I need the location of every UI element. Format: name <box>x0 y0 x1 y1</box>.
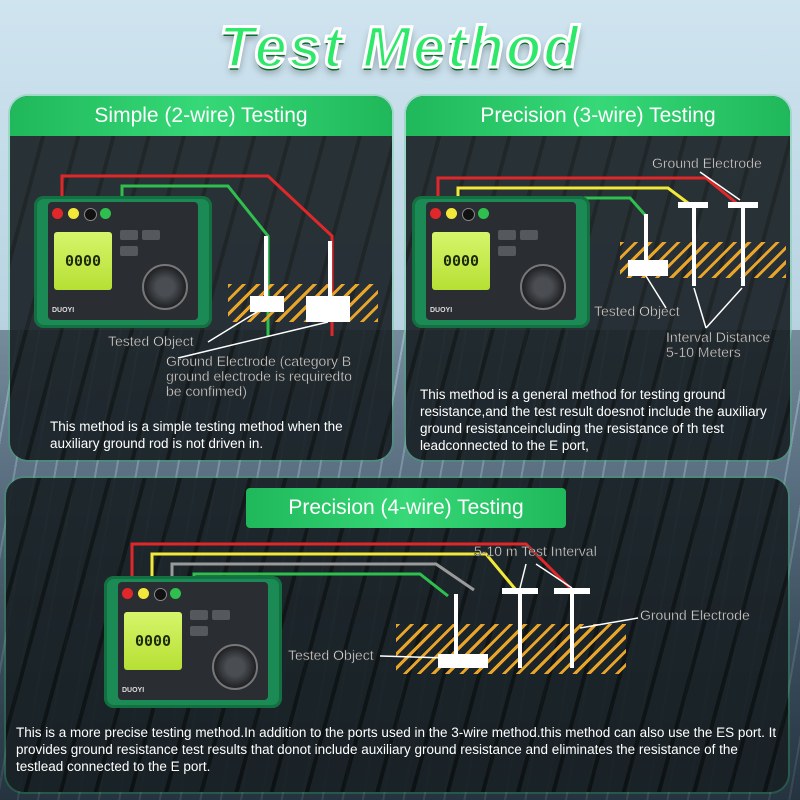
label-ground-electrode: Ground Electrode <box>640 607 750 623</box>
port-e <box>52 208 63 219</box>
button <box>212 610 230 620</box>
button <box>190 610 208 620</box>
callout-lines <box>177 309 329 359</box>
brand-label: DUOYI <box>430 307 453 314</box>
lcd-display: 0000 <box>124 612 182 670</box>
ground-electrode-plate <box>306 296 350 322</box>
port-s <box>462 208 475 221</box>
panel-3-wire: Precision (3-wire) Testing 0000 DUOYI Gr… <box>406 96 790 460</box>
test-leads <box>130 542 574 598</box>
test-leads <box>60 174 334 336</box>
panel-2-wire: Simple (2-wire) Testing 0000 DUOYI Teste… <box>10 96 392 460</box>
earth-resistance-tester: 0000 DUOYI <box>412 196 590 328</box>
label-test-interval: 5-10 m Test Interval <box>474 543 597 559</box>
rotary-knob <box>520 264 566 310</box>
auxiliary-rod-2-cap <box>728 202 758 208</box>
label-ground-electrode: Ground Electrode (category B ground elec… <box>166 353 353 399</box>
panel-4-wire: Precision (4-wire) Testing 0000 DUOYI <box>6 478 788 792</box>
brand-label: DUOYI <box>122 687 145 694</box>
description: This method is a general method for test… <box>420 387 767 453</box>
label-interval-distance: Interval Distance 5-10 Meters <box>666 329 771 360</box>
port-es <box>446 208 457 219</box>
label-tested-object: Tested Object <box>108 333 194 349</box>
auxiliary-rod-1 <box>692 206 696 286</box>
ground-electrode-rod <box>328 241 332 296</box>
brand-label: DUOYI <box>52 307 75 314</box>
auxiliary-rod-2-cap <box>554 588 590 594</box>
port-es <box>68 208 79 219</box>
button <box>190 626 208 636</box>
label-tested-object: Tested Object <box>594 303 680 319</box>
port-e <box>122 588 133 599</box>
panel-heading: Precision (3-wire) Testing <box>406 96 790 136</box>
earth-resistance-tester: 0000 DUOYI <box>34 196 212 328</box>
button <box>520 230 538 240</box>
port-s <box>154 588 167 601</box>
button <box>142 230 160 240</box>
port-h <box>100 208 111 219</box>
tested-object-rod <box>454 594 458 654</box>
tested-object-rod <box>644 214 648 260</box>
lcd-display: 0000 <box>432 232 490 290</box>
tested-object-plate <box>438 654 488 668</box>
port-es <box>138 588 149 599</box>
label-tested-object: Tested Object <box>288 647 374 663</box>
rotary-knob <box>142 264 188 310</box>
panel-heading: Precision (4-wire) Testing <box>246 488 566 528</box>
description: This method is a simple testing method w… <box>50 419 343 451</box>
auxiliary-rod-1-cap <box>678 202 708 208</box>
tested-object-plate <box>628 260 668 276</box>
label-ground-electrode: Ground Electrode <box>652 155 762 171</box>
tested-object-rod <box>264 236 268 296</box>
rotary-knob <box>212 644 258 690</box>
port-e <box>430 208 441 219</box>
button <box>498 230 516 240</box>
port-h <box>170 588 181 599</box>
lcd-display: 0000 <box>54 232 112 290</box>
panel-heading: Simple (2-wire) Testing <box>10 96 392 136</box>
soil-layer <box>396 624 626 674</box>
port-s <box>84 208 97 221</box>
earth-resistance-tester: 0000 DUOYI <box>104 576 282 708</box>
description: This is a more precise testing method.In… <box>16 725 777 774</box>
callout-lines <box>645 171 743 329</box>
tested-object-plate <box>250 296 284 312</box>
page-title: Test Method <box>218 14 581 82</box>
auxiliary-rod-1 <box>518 592 522 668</box>
auxiliary-rod-2 <box>570 592 574 668</box>
callout-lines <box>379 563 639 659</box>
port-h <box>478 208 489 219</box>
auxiliary-rod-2 <box>741 206 745 286</box>
auxiliary-rod-1-cap <box>502 588 538 594</box>
button <box>120 246 138 256</box>
button <box>120 230 138 240</box>
button <box>498 246 516 256</box>
